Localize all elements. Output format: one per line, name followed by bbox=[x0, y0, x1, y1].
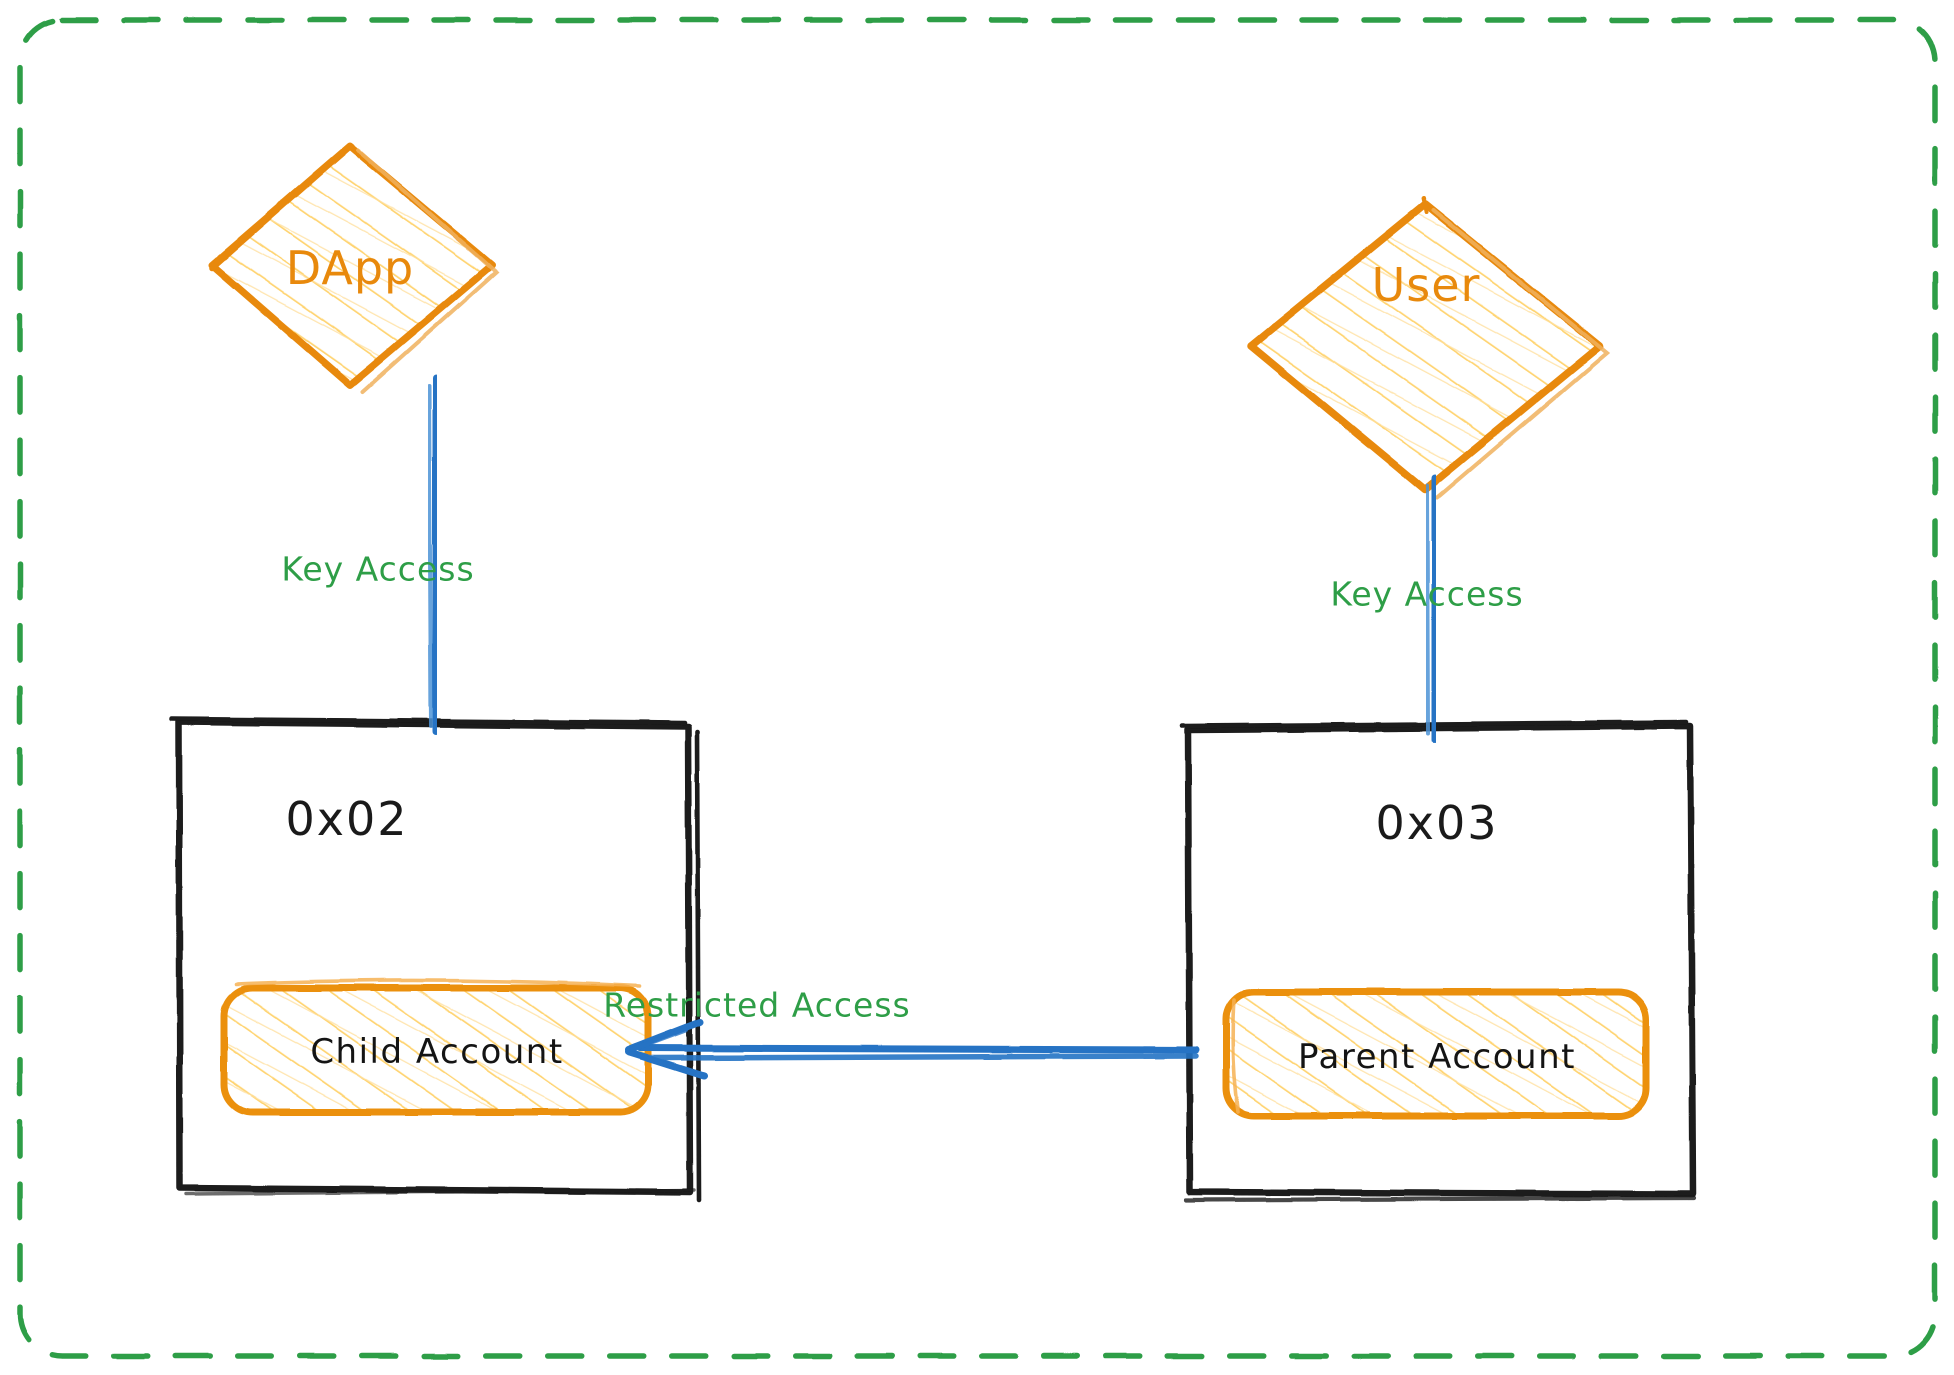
node-account-0x03-shape[interactable] bbox=[1179, 719, 1697, 1203]
edge-parent-to-child[interactable] bbox=[624, 1018, 1200, 1080]
node-account-0x02-shape[interactable] bbox=[169, 716, 702, 1203]
node-child-account-shape[interactable] bbox=[220, 978, 652, 1116]
node-dapp-shape[interactable] bbox=[208, 142, 500, 394]
edge-user-to-0x03[interactable] bbox=[1425, 474, 1439, 744]
edge-dapp-to-0x02[interactable] bbox=[427, 374, 440, 735]
node-parent-account-shape[interactable] bbox=[1222, 988, 1650, 1120]
boundary-dashed-rect bbox=[17, 17, 1938, 1359]
node-user-shape[interactable] bbox=[1247, 196, 1611, 500]
